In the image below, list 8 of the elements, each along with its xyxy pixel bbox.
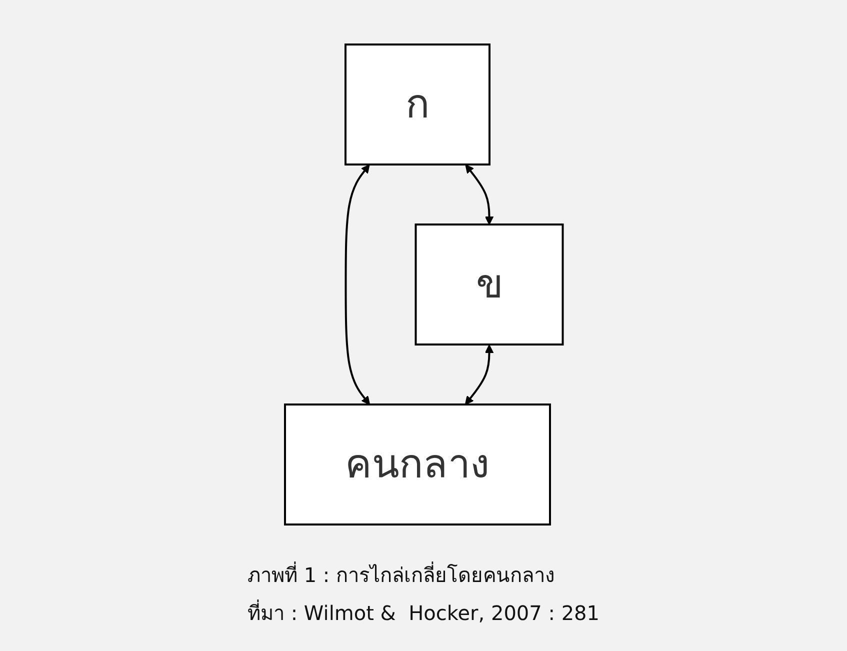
node-box: ข xyxy=(414,224,564,346)
arrow xyxy=(344,164,370,405)
arrow xyxy=(464,164,494,225)
node-box: ก xyxy=(344,44,490,166)
source-note: ที่มา : Wilmot & Hocker, 2007 : 281 xyxy=(247,598,600,627)
figure-caption: ภาพที่ 1 : การไกล่เกลี่ยโดยคนกลาง xyxy=(247,560,556,589)
arrow xyxy=(464,344,494,405)
node-box: คนกลาง xyxy=(284,404,551,526)
